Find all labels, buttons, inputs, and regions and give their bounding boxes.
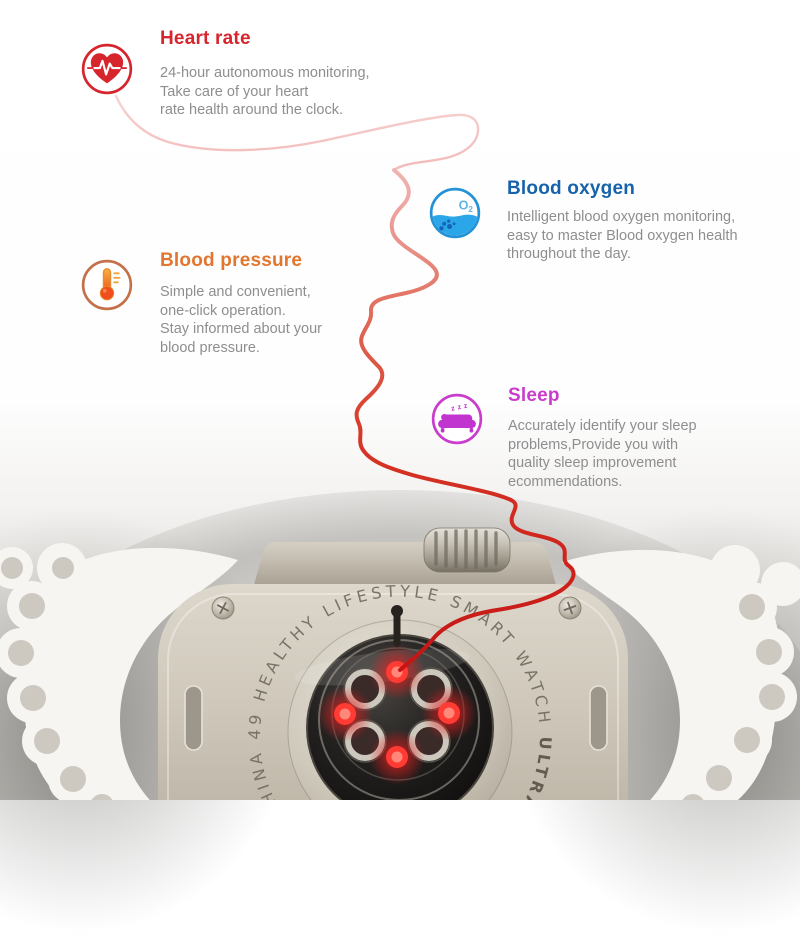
sensor-red-leds bbox=[317, 644, 477, 785]
sensor-top-notch bbox=[391, 605, 403, 648]
right-strap-holes bbox=[682, 594, 785, 800]
band-slot-right bbox=[589, 685, 608, 751]
right-watch-strap bbox=[562, 545, 800, 800]
feature-description: Intelligent blood oxygen monitoring, eas… bbox=[507, 208, 738, 264]
desc-line: rate health around the clock. bbox=[160, 102, 343, 118]
optical-sensor-module bbox=[287, 605, 513, 800]
desc-line: problems,Provide you with bbox=[508, 436, 679, 453]
desc-line: Intelligent blood oxygen monitoring, bbox=[507, 209, 736, 225]
left-watch-strap bbox=[0, 543, 238, 800]
desc-line: easy to master Blood oxygen health bbox=[507, 227, 738, 244]
feature-title: Heart rate bbox=[160, 28, 251, 49]
sleep-bed-icon: z z z bbox=[430, 392, 484, 446]
svg-text:O2: O2 bbox=[459, 198, 474, 214]
desc-line: Accurately identify your sleep bbox=[508, 418, 697, 434]
feature-title: Blood oxygen bbox=[507, 178, 636, 199]
ecg-connector-line bbox=[114, 94, 576, 672]
blood-oxygen-icon: O2 bbox=[428, 186, 482, 240]
heart-rate-icon bbox=[80, 42, 134, 96]
desc-line: Stay informed about your bbox=[160, 321, 323, 337]
case-screw-right bbox=[558, 596, 582, 620]
o2-label-sub: 2 bbox=[468, 205, 473, 214]
case-screw-left bbox=[211, 596, 235, 620]
desc-line: 24-hour autonomous monitoring, bbox=[160, 65, 370, 81]
watch-scene: CHINA 49 HEALTHY LIFESTYLE SMART WATCH U… bbox=[0, 0, 800, 800]
desc-line: quality sleep improvement bbox=[508, 455, 677, 471]
thermometer-icon bbox=[80, 258, 134, 312]
band-slot-left bbox=[184, 685, 203, 751]
zzz-label: z z z bbox=[450, 401, 469, 413]
desc-line: throughout the day. bbox=[507, 246, 631, 262]
desc-line: Simple and convenient, bbox=[160, 284, 311, 300]
left-strap-holes bbox=[1, 557, 113, 800]
feature-description: Simple and convenient, one-click operati… bbox=[160, 283, 322, 357]
feature-title: Sleep bbox=[508, 385, 560, 406]
watch-crown bbox=[423, 527, 511, 573]
feature-description: Accurately identify your sleep problems,… bbox=[508, 417, 697, 491]
o2-label: O bbox=[459, 198, 469, 212]
feature-description: 24-hour autonomous monitoring, Take care… bbox=[160, 64, 370, 120]
desc-line: Take care of your heart bbox=[160, 83, 309, 100]
desc-line: blood pressure. bbox=[160, 339, 260, 356]
feature-title: Blood pressure bbox=[160, 250, 303, 271]
desc-line: ecommendations. bbox=[508, 473, 623, 490]
desc-line: one-click operation. bbox=[160, 302, 286, 319]
